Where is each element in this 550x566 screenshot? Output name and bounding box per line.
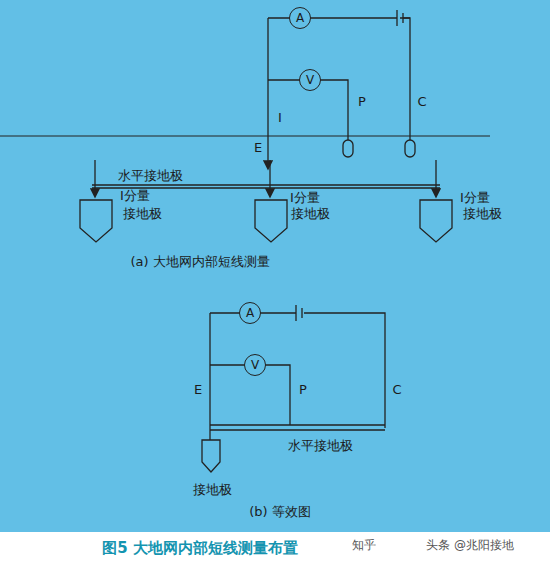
part-label: 接地极 xyxy=(123,207,162,221)
meter-letter: A xyxy=(246,306,254,320)
terminal-label: E xyxy=(254,141,262,155)
part-label: 接地极 xyxy=(193,483,232,497)
voltmeter-symbol: V xyxy=(299,69,321,91)
part-label: 接地极 xyxy=(291,207,330,221)
sub-caption: (a) 大地网内部短线测量 xyxy=(130,255,269,269)
sub-caption: (b) 等效图 xyxy=(249,505,311,519)
part-label: 水平接地极 xyxy=(288,439,353,453)
voltmeter-symbol: V xyxy=(244,354,266,376)
meter-letter: V xyxy=(306,73,314,87)
terminal-label: C xyxy=(392,383,401,397)
part-label: 接地极 xyxy=(463,207,502,221)
current-label: I分量 xyxy=(290,191,320,205)
current-label: I分量 xyxy=(460,191,490,205)
part-label: 水平接地极 xyxy=(118,169,183,183)
current-label: I xyxy=(278,111,282,125)
figure-caption: 图5 大地网内部短线测量布置 xyxy=(102,540,298,557)
terminal-label: E xyxy=(194,383,202,397)
watermark: 知乎 xyxy=(352,539,376,552)
ammeter-symbol: A xyxy=(239,302,261,324)
meter-letter: V xyxy=(251,358,259,372)
terminal-label: P xyxy=(299,383,307,397)
meter-letter: A xyxy=(296,11,304,25)
terminal-label: C xyxy=(417,95,426,109)
ammeter-symbol: A xyxy=(289,7,311,29)
current-label: I分量 xyxy=(120,189,150,203)
terminal-label: P xyxy=(358,95,366,109)
watermark: 头条 @兆阳接地 xyxy=(426,539,514,552)
